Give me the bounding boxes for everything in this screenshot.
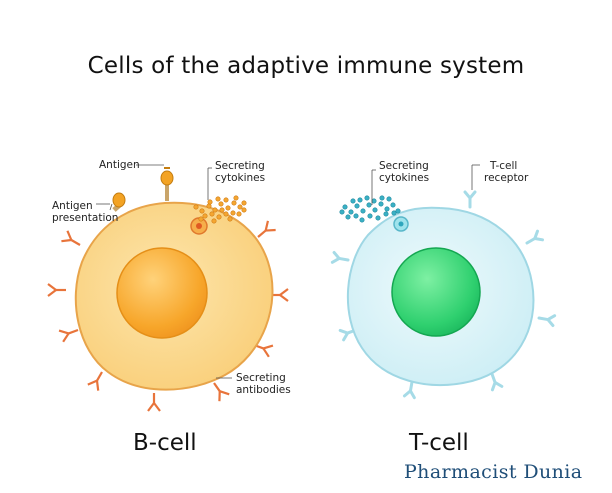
label-t-cell-receptor-line2: receptor <box>484 172 529 184</box>
antigen-presentation-marker <box>112 192 126 212</box>
leader-lines <box>96 164 480 379</box>
label-antigen: Antigen <box>99 159 140 171</box>
antigen-marker <box>160 167 174 201</box>
cytokine-dot <box>383 211 389 217</box>
label-b-secreting-cytokines-line1: Secreting <box>215 160 265 172</box>
cytokine-dot <box>339 209 345 215</box>
cytokine-dot <box>212 207 218 213</box>
cytokine-dot <box>345 214 351 220</box>
cytokine-dot <box>342 204 348 210</box>
cytokine-dot <box>359 217 365 223</box>
t-cell-receptor-icon <box>463 190 477 209</box>
t-cell-vesicle-core <box>398 221 404 227</box>
antibody-icon <box>147 393 161 412</box>
cytokine-dot <box>218 201 224 207</box>
cytokine-dot <box>211 218 217 224</box>
cytokine-dot <box>353 213 359 219</box>
cytokine-dot <box>391 210 397 216</box>
antibody-icon <box>213 382 230 402</box>
cytokine-dot <box>366 202 372 208</box>
t-cell-nucleus <box>391 247 481 337</box>
label-secreting-antibodies-line2: antibodies <box>236 384 291 396</box>
cytokine-dot <box>233 195 239 201</box>
label-t-secreting-cytokines-line1: Secreting <box>379 160 429 172</box>
cytokine-dot <box>357 197 363 203</box>
cytokine-dot <box>223 211 229 217</box>
label-secreting-antibodies-line1: Secreting <box>236 372 286 384</box>
cytokine-dot <box>227 216 233 222</box>
antibody-icon <box>61 230 81 246</box>
label-b-secreting-cytokines-line2: cytokines <box>215 172 266 184</box>
cytokine-dot <box>364 195 370 201</box>
cytokine-dot <box>236 211 242 217</box>
cytokine-dot <box>230 210 236 216</box>
b-cell-group <box>47 167 289 412</box>
cytokine-dot <box>379 195 385 201</box>
b-cell-vesicle-core <box>196 223 202 229</box>
t-cell-receptor-icon <box>330 250 350 264</box>
cytokine-dot <box>216 214 222 220</box>
cytokine-dot <box>386 196 392 202</box>
cytokine-dot <box>390 202 396 208</box>
cytokine-dot <box>354 203 360 209</box>
cytokine-dot <box>231 200 237 206</box>
cytokine-dot <box>375 215 381 221</box>
cytokine-dot <box>206 203 212 209</box>
t-cell-receptor-icon <box>537 314 557 328</box>
cytokine-dot <box>350 198 356 204</box>
cytokine-dot <box>241 207 247 213</box>
t-cell-group <box>330 190 557 400</box>
cytokine-dot <box>367 213 373 219</box>
t-cell-cytokines <box>339 195 401 223</box>
t-cell-name: T-cell <box>409 430 469 456</box>
t-cell-receptor-icon <box>525 229 544 245</box>
cytokine-dot <box>384 206 390 212</box>
diagram-title: Cells of the adaptive immune system <box>87 53 525 79</box>
cytokine-dot <box>395 208 401 214</box>
cytokine-dot <box>237 204 243 210</box>
label-antigen-presentation-line1: Antigen <box>52 200 93 212</box>
cytokine-dot <box>241 200 247 206</box>
cytokine-dot <box>360 208 366 214</box>
label-antigen-presentation-line2: presentation <box>52 212 119 224</box>
label-t-cell-receptor-line1: T-cell <box>490 160 518 172</box>
cytokine-dot <box>219 207 225 213</box>
cytokine-dot <box>223 197 229 203</box>
cytokine-dot <box>193 204 199 210</box>
cytokine-dot <box>372 207 378 213</box>
cytokine-dot <box>209 211 215 217</box>
antibody-icon <box>87 371 103 391</box>
antibody-icon <box>257 220 276 238</box>
cytokine-dot <box>202 213 208 219</box>
cytokine-dot <box>378 201 384 207</box>
cytokine-dot <box>371 198 377 204</box>
b-cell-nucleus <box>116 247 208 339</box>
b-cell-name: B-cell <box>133 430 197 456</box>
b-cell-cytokines <box>193 195 247 224</box>
antibody-icon <box>58 328 79 343</box>
cytokine-dot <box>198 216 204 222</box>
t-cell-receptor-icon <box>490 372 504 392</box>
t-cell-receptors <box>330 190 557 400</box>
watermark: Pharmacist Dunia <box>404 461 583 483</box>
cytokine-dot <box>215 196 221 202</box>
cytokine-dot <box>199 208 205 214</box>
t-cell-receptor-icon <box>402 380 416 400</box>
cytokine-dot <box>348 209 354 215</box>
cytokine-dot <box>207 199 213 205</box>
b-cell-antibodies <box>47 220 289 412</box>
label-t-secreting-cytokines-line2: cytokines <box>379 172 430 184</box>
antibody-icon <box>47 283 66 297</box>
cytokine-dot <box>225 205 231 211</box>
